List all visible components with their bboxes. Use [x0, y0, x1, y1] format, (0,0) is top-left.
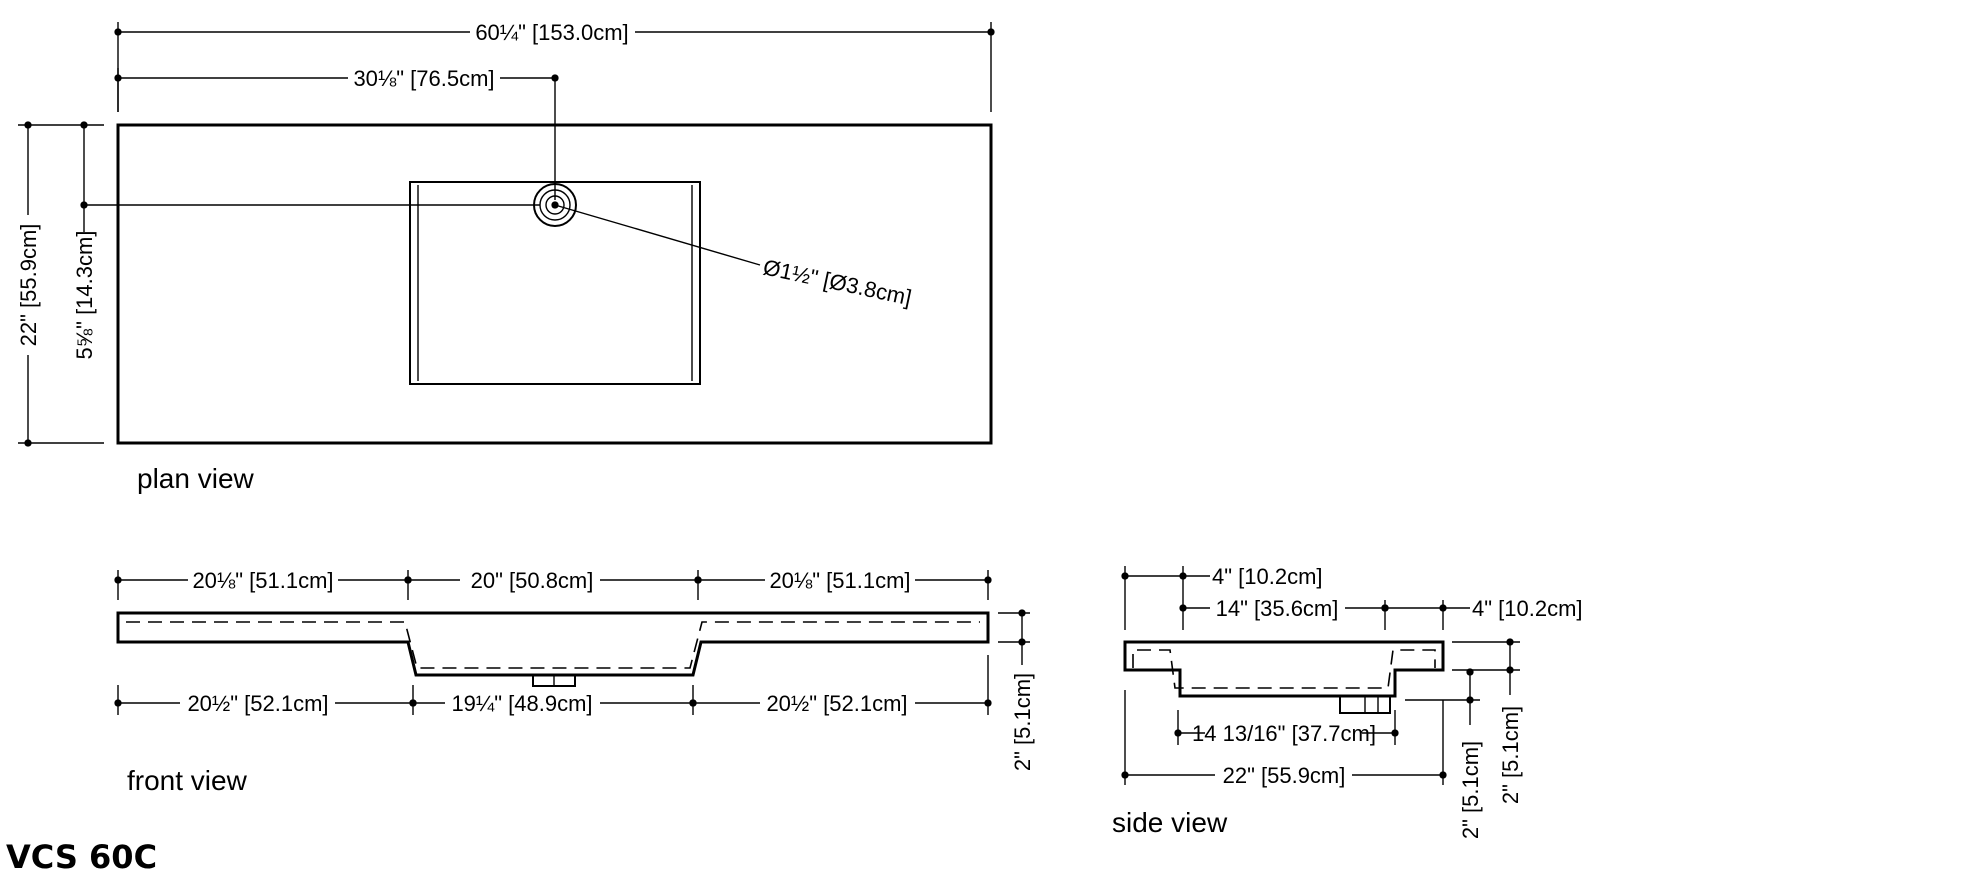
side-view-label: side view	[1112, 807, 1228, 838]
front-bottom-right-label: 20½" [52.1cm]	[766, 691, 907, 716]
side-thickness-a-label: 2" [5.1cm]	[1458, 741, 1483, 839]
plan-drain-diameter-label: Ø1½" [Ø3.8cm]	[761, 254, 914, 310]
plan-bowl-outline	[409, 181, 701, 385]
front-bottom-left-label: 20½" [52.1cm]	[187, 691, 328, 716]
plan-depth-label: 22" [55.9cm]	[16, 224, 41, 347]
plan-view-label: plan view	[137, 463, 255, 494]
side-front-ledge-label: 4" [10.2cm]	[1472, 596, 1583, 621]
front-top-center-label: 20" [50.8cm]	[471, 568, 594, 593]
side-back-ledge-label: 4" [10.2cm]	[1212, 564, 1323, 589]
side-profile	[1123, 640, 1445, 698]
front-top-right-label: 20⅛" [51.1cm]	[769, 568, 910, 593]
front-bottom-center-label: 19¼" [48.9cm]	[451, 691, 592, 716]
front-profile	[116, 611, 990, 677]
front-view: 20⅛" [51.1cm] 20" [50.8cm] 20⅛" [51.1cm]…	[114, 568, 1035, 796]
front-view-label: front view	[127, 765, 248, 796]
plan-overall-width-label: 60¼" [153.0cm]	[475, 20, 628, 45]
side-thickness-b-label: 2" [5.1cm]	[1498, 706, 1523, 804]
plan-view: 60¼" [153.0cm] 30⅛" [76.5cm] 22" [55.9cm…	[16, 20, 995, 494]
model-title: VCS 60C	[6, 838, 157, 876]
side-bowl-top-label: 14" [35.6cm]	[1216, 596, 1339, 621]
side-overall-depth-label: 22" [55.9cm]	[1223, 763, 1346, 788]
plan-drain-from-back-label: 5⅝" [14.3cm]	[72, 231, 97, 360]
plan-drain-offset-label: 30⅛" [76.5cm]	[353, 66, 494, 91]
front-top-left-label: 20⅛" [51.1cm]	[192, 568, 333, 593]
front-thickness-label: 2" [5.1cm]	[1010, 673, 1035, 771]
side-view: 4" [10.2cm] 14" [35.6cm] 4" [10.2cm] 14 …	[1112, 564, 1583, 839]
side-bowl-bottom-label: 14 13/16" [37.7cm]	[1192, 721, 1376, 746]
